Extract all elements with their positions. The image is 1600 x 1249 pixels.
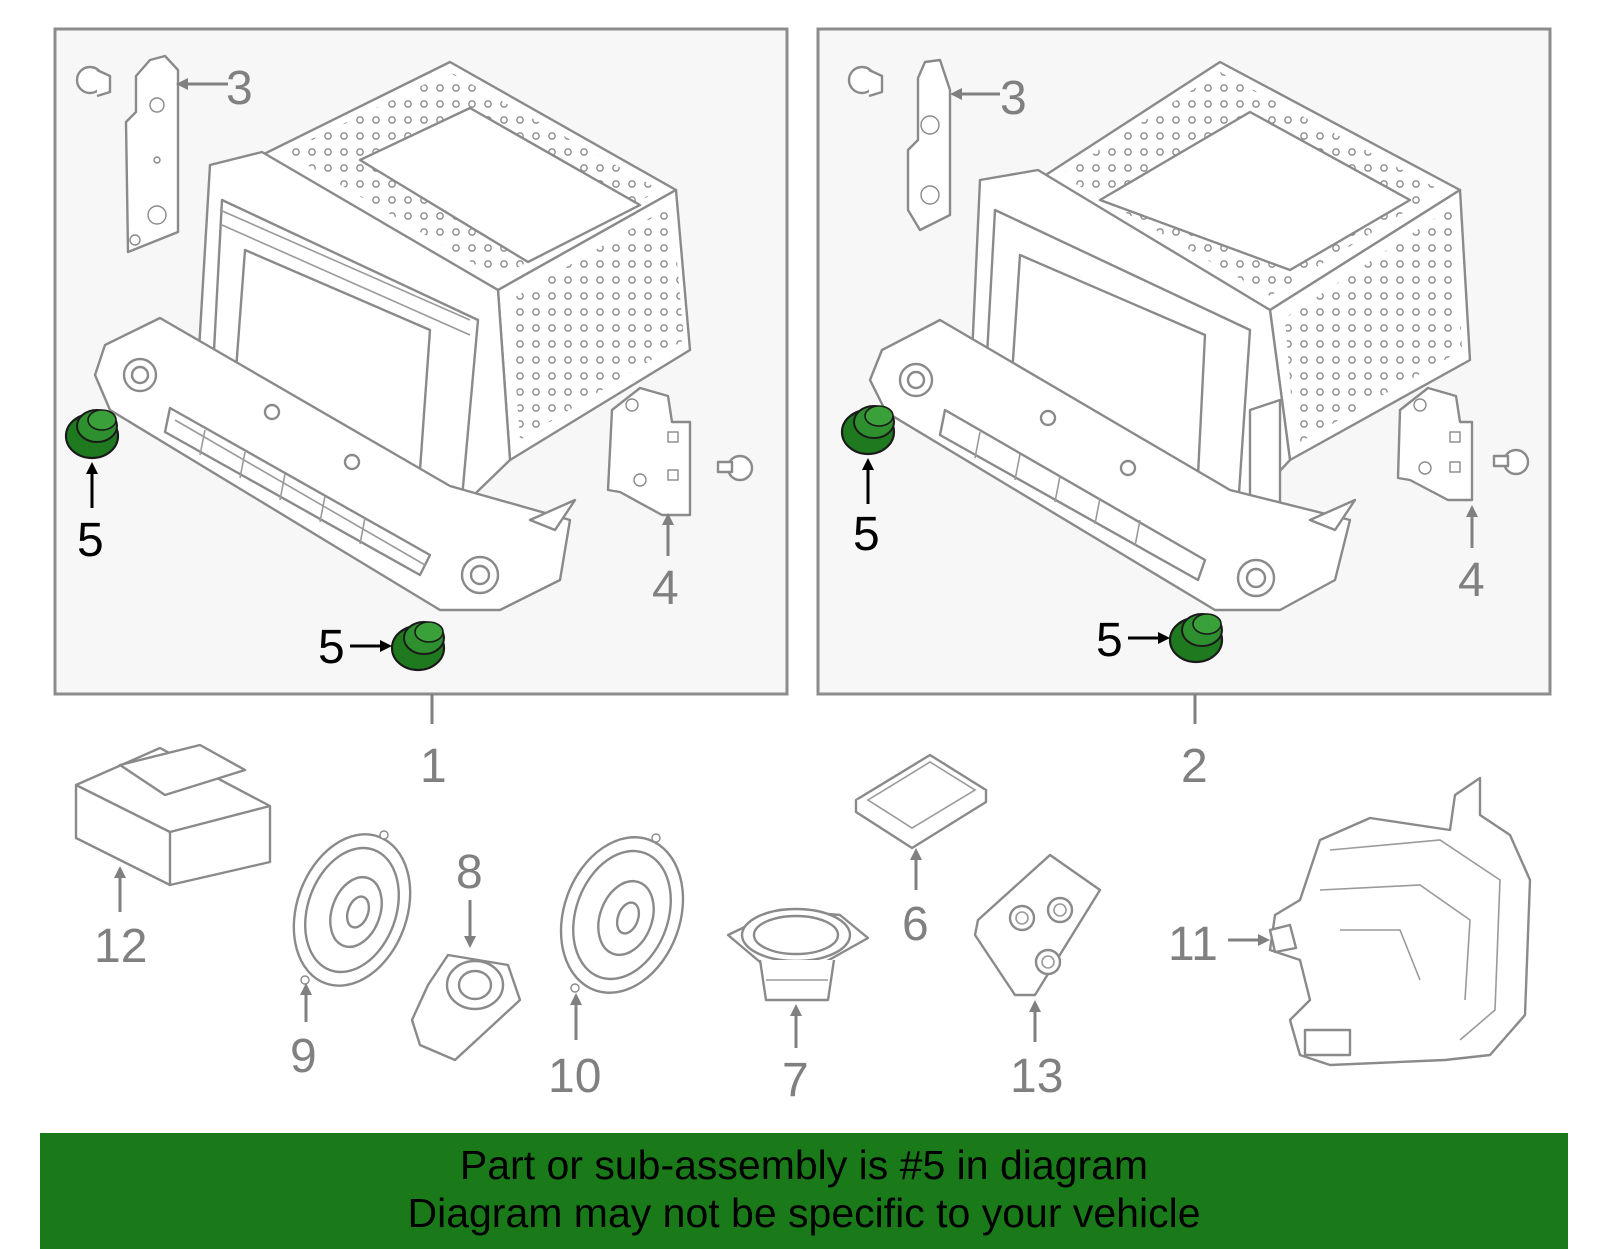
callout-4: 4 — [652, 562, 679, 615]
callout-3: 3 — [226, 62, 253, 115]
callout-10: 10 — [548, 1050, 601, 1103]
subwoofer-enclosure-11 — [1268, 776, 1532, 1067]
mounting-bracket-4 — [606, 386, 692, 517]
console-buttons — [974, 431, 1141, 547]
callout-1: 1 — [420, 740, 447, 793]
screw-fastener — [716, 454, 754, 482]
callout-11: 11 — [1168, 918, 1218, 971]
highlighted-knob-part-5 — [1168, 613, 1224, 664]
console-buttons — [199, 429, 366, 545]
mounting-bracket-3 — [906, 58, 952, 232]
tweeter-8 — [410, 953, 522, 1062]
highlighted-knob-part-5 — [390, 621, 446, 672]
callout-3: 3 — [1000, 72, 1027, 125]
speaker-9 — [292, 830, 412, 987]
arrowhead — [176, 78, 188, 90]
notice-line-2: Diagram may not be specific to your vehi… — [407, 1190, 1201, 1236]
mounting-bracket-4 — [1396, 386, 1474, 502]
highlighted-knob-part-5 — [64, 409, 120, 460]
callout-13: 13 — [1010, 1050, 1063, 1103]
radio-head-unit-1 — [93, 60, 692, 612]
notice-banner: Part or sub-assembly is #5 in diagram Di… — [40, 1133, 1568, 1249]
callout-12: 12 — [94, 920, 147, 973]
callout-4: 4 — [1458, 554, 1485, 607]
callout-9: 9 — [290, 1030, 317, 1083]
callout-8: 8 — [456, 846, 483, 899]
radio-head-unit-2 — [868, 60, 1472, 612]
screw-fastener — [1492, 448, 1530, 476]
assembly-2-panel: 3 — [816, 27, 1552, 696]
push-pin-fastener — [75, 65, 112, 98]
control-module-13 — [973, 853, 1102, 997]
push-pin-fastener — [847, 65, 884, 98]
amplifier-module-12 — [74, 743, 272, 887]
callout-7: 7 — [782, 1054, 809, 1107]
callout-5: 5 — [1096, 614, 1123, 667]
callout-5: 5 — [77, 514, 104, 567]
callout-5: 5 — [853, 508, 880, 561]
mounting-bracket-3 — [124, 54, 180, 254]
assembly-1-panel: 3 — [53, 27, 789, 696]
speaker-7 — [726, 907, 870, 1002]
sd-card-6 — [854, 753, 988, 850]
callout-2: 2 — [1181, 740, 1208, 793]
highlighted-knob-part-5 — [840, 405, 896, 456]
speaker-10 — [559, 833, 685, 994]
callout-6: 6 — [902, 898, 929, 951]
notice-line-1: Part or sub-assembly is #5 in diagram — [459, 1142, 1149, 1188]
callout-5: 5 — [318, 621, 345, 674]
